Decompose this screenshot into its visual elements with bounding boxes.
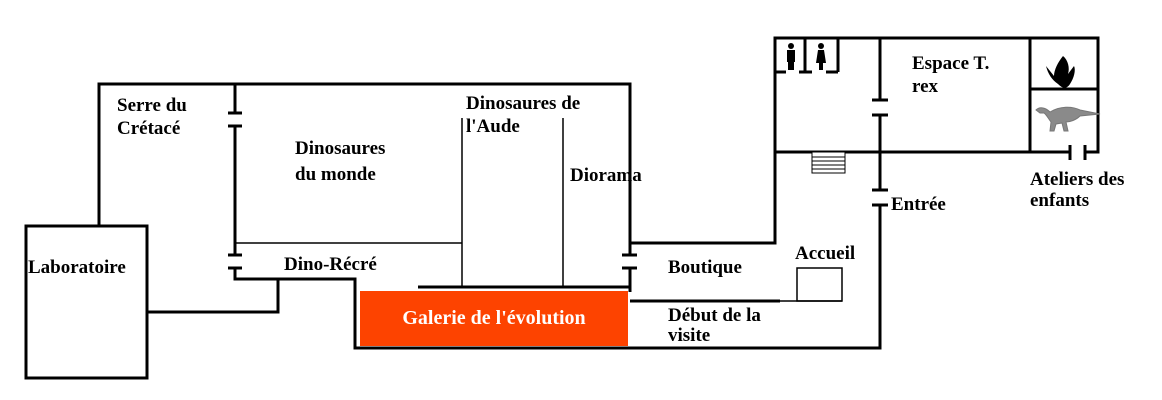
room-laboratoire[interactable]: Laboratoire xyxy=(28,257,126,278)
dinosaur-footprint-icon xyxy=(1046,56,1075,88)
women-toilet-icon xyxy=(816,43,826,70)
galerie-label: Galerie de l'évolution xyxy=(402,307,586,329)
walls xyxy=(24,36,1100,380)
room-diorama[interactable]: Diorama xyxy=(570,165,642,186)
room-espace-t-rex[interactable]: Espace T. rex xyxy=(912,53,990,97)
thin-walls xyxy=(235,118,843,302)
entree[interactable]: Entrée xyxy=(891,194,946,215)
accueil-desk xyxy=(796,267,843,302)
laboratoire-room xyxy=(24,224,149,380)
debut-de-la-visite[interactable]: Début de la visite xyxy=(668,305,761,346)
room-accueil[interactable]: Accueil xyxy=(795,243,856,264)
room-ateliers-des-enfants[interactable]: Ateliers des enfants xyxy=(1030,169,1125,211)
room-dino-recre[interactable]: Dino-Récré xyxy=(284,254,377,275)
room-dinosaures-du-monde[interactable]: Dinosaures du monde xyxy=(295,138,386,185)
stairs-icon xyxy=(811,151,846,174)
room-dinosaures-de-l-aude[interactable]: Dinosaures de l'Aude xyxy=(466,93,581,137)
room-galerie-de-l-evolution[interactable]: Galerie de l'évolution xyxy=(360,291,628,346)
room-serre-du-cretace[interactable]: Serre du Crétacé xyxy=(117,95,187,139)
dinosaur-icon xyxy=(1035,106,1101,132)
room-boutique[interactable]: Boutique xyxy=(668,257,742,278)
men-toilet-icon xyxy=(787,43,795,70)
